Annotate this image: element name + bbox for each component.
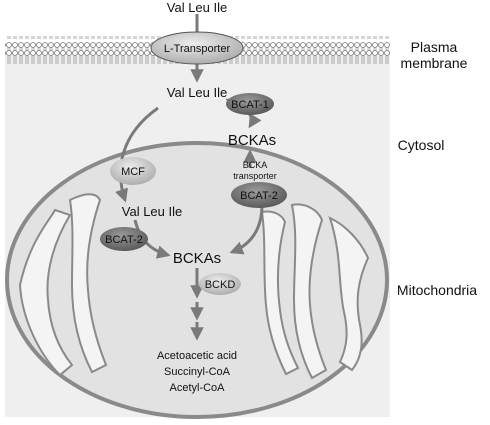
bcka-transporter-line-1: BCKA (243, 160, 268, 170)
bcat2-right-label: BCAT-2 (240, 190, 278, 202)
bcat2-right-enzyme: BCAT-2 (231, 182, 287, 208)
mito-bcaa-label: Val Leu Ile (122, 204, 182, 219)
bcat1-enzyme: BCAT-1 (226, 93, 274, 115)
product-acetoacetic-acid: Acetoacetic acid (157, 350, 237, 362)
pathway-arrows (115, 14, 264, 341)
transporter-label: L-Transporter (164, 43, 231, 55)
bcka-transporter-line-2: transporter (233, 171, 277, 181)
bcat1-label: BCAT-1 (231, 99, 269, 111)
bcka-transporter-label: BCKA transporter (233, 160, 277, 181)
region-label-mitochondria: Mitochondria (397, 282, 477, 298)
bcat2-left-enzyme: BCAT-2 (100, 227, 148, 251)
region-label-cytosol: Cytosol (398, 137, 445, 153)
arrow-cytosol-to-mito (115, 106, 159, 203)
l-transporter: L-Transporter (150, 31, 244, 65)
cytosol-bckas-label: BCKAs (228, 132, 276, 149)
arrow-bcat2-right (229, 204, 264, 255)
product-acetyl-coa: Acetyl-CoA (169, 382, 225, 394)
product-succinyl-coa: Succinyl-CoA (164, 366, 231, 378)
extracellular-bcaa-label: Val Leu Ile (167, 0, 227, 15)
arrow-bcat2-left (133, 219, 171, 259)
bckd-label: BCKD (205, 279, 236, 291)
region-label-plasma: Plasma (411, 39, 458, 55)
mcf-carrier: MCF (110, 157, 156, 185)
mcf-label: MCF (121, 166, 145, 178)
mito-bckas-label: BCKAs (173, 250, 221, 267)
cytosol-bcaa-label: Val Leu Ile (167, 85, 227, 100)
bcat2-left-label: BCAT-2 (105, 234, 143, 246)
bckd-enzyme: BCKD (199, 273, 241, 295)
region-label-membrane: membrane (401, 55, 468, 71)
